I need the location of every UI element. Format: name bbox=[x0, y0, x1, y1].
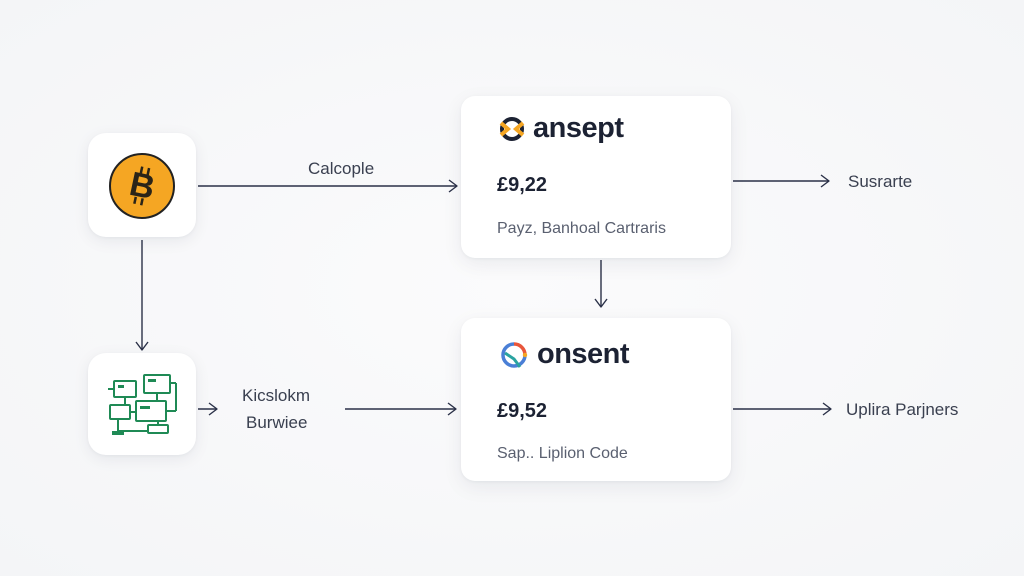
bitcoin-coin-icon: B bbox=[109, 153, 175, 219]
bitcoin-node: B bbox=[88, 133, 196, 237]
price: £9,52 bbox=[497, 400, 548, 422]
price: £9,22 bbox=[497, 174, 548, 196]
arrow-card2-to-bottom-right bbox=[733, 402, 832, 416]
brand-2: onsent bbox=[497, 338, 630, 371]
card-meta: Sap.. Liplion Code bbox=[497, 445, 628, 462]
provider-card-2[interactable]: onsent £9,52 Sap.. Liplion Code bbox=[461, 318, 731, 481]
arrow-network-to-label bbox=[198, 402, 218, 416]
brand-logo-icon bbox=[499, 116, 525, 141]
output-label-bottom: Uplira Parjners bbox=[846, 400, 959, 419]
provider-card-1[interactable]: ansept £9,22 Payz, Banhoal Cartraris bbox=[461, 96, 731, 258]
arrow-card1-to-top-right bbox=[733, 174, 830, 188]
card-meta: Payz, Banhoal Cartraris bbox=[497, 220, 666, 237]
arrow-label-top: Calcople bbox=[308, 159, 375, 178]
network-devices-icon bbox=[108, 374, 177, 435]
brand-1: ansept bbox=[497, 112, 624, 145]
node-label-line1: Kicslokm bbox=[242, 386, 311, 405]
brand-name: onsent bbox=[537, 338, 630, 370]
arrow-card1-to-card2 bbox=[594, 260, 608, 308]
network-node bbox=[88, 353, 196, 455]
node-label-line2: Burwiee bbox=[246, 413, 308, 432]
output-label-top: Susrarte bbox=[848, 172, 913, 191]
brand-logo-icon bbox=[501, 341, 528, 368]
arrow-bitcoin-to-network bbox=[135, 240, 149, 351]
arrow-bitcoin-to-card1 bbox=[198, 179, 458, 193]
brand-name: ansept bbox=[533, 112, 624, 144]
arrow-label-to-card2 bbox=[345, 402, 457, 416]
